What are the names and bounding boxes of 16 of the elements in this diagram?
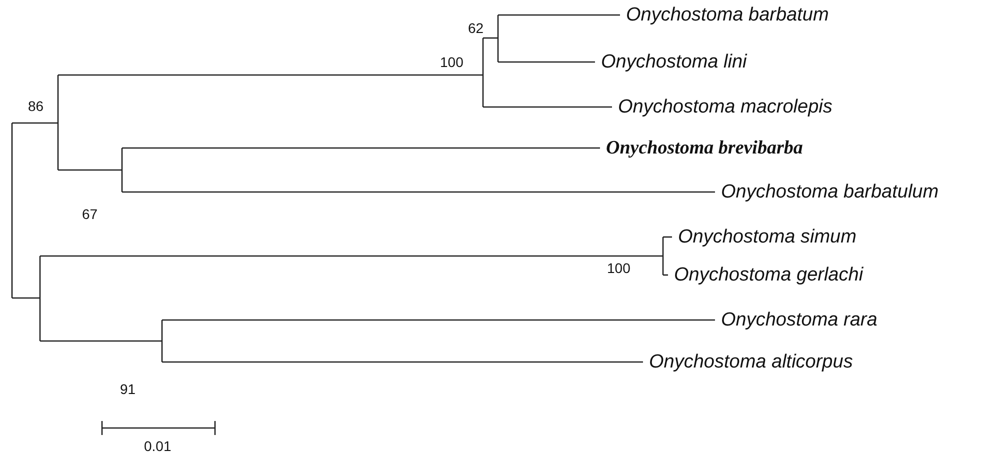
scale-label: 0.01: [144, 439, 172, 452]
bootstrap-value: 100: [607, 261, 630, 275]
species-label: Onychostoma gerlachi: [674, 266, 864, 284]
bootstrap-value: 62: [468, 21, 484, 35]
bootstrap-value: 86: [28, 99, 44, 113]
species-label: Onychostoma brevibarba: [606, 138, 803, 158]
species-label: Onychostoma lini: [601, 52, 747, 72]
species-label: Onychostoma alticorpus: [649, 352, 853, 372]
species-label: Onychostoma barbatulum: [721, 182, 939, 202]
bootstrap-value: 67: [82, 207, 98, 221]
bootstrap-value: 91: [120, 382, 136, 396]
bootstrap-value: 100: [440, 55, 464, 69]
species-label: Onychostoma rara: [721, 310, 878, 330]
species-label: Onychostoma macrolepis: [618, 98, 832, 116]
species-label: Onychostoma barbatum: [626, 6, 829, 24]
species-label: Onychostoma simum: [678, 228, 856, 246]
